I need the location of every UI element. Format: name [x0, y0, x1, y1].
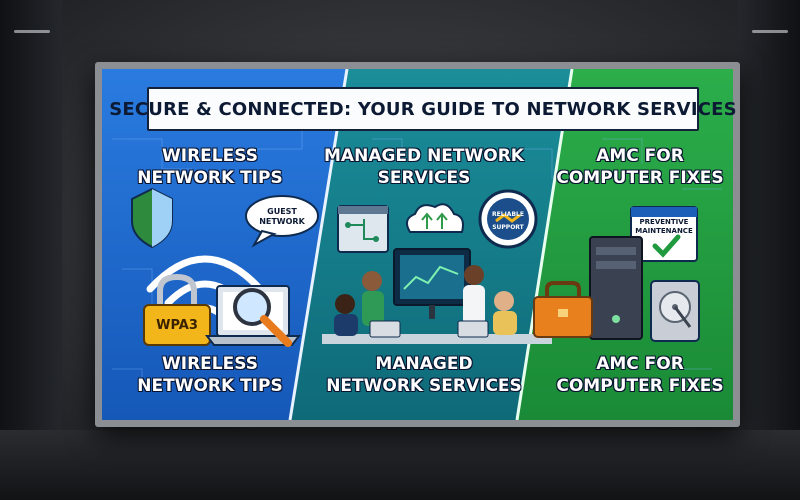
cloud-upload-icon	[405, 203, 464, 233]
heading-line: NETWORK TIPS	[137, 168, 283, 188]
wireless-heading: WIRELESS NETWORK TIPS	[120, 145, 300, 189]
badge-line: RELIABLE	[492, 211, 524, 218]
billboard: SECURE & CONNECTED: YOUR GUIDE TO NETWOR…	[95, 62, 740, 427]
footer-line: COMPUTER FIXES	[556, 376, 724, 396]
flowchart-window-icon	[337, 205, 389, 253]
computer-tower-icon	[589, 236, 643, 340]
hard-drive-icon	[650, 280, 700, 342]
reliable-support-text: SUPPORT	[482, 224, 534, 232]
heading-line: COMPUTER FIXES	[556, 168, 724, 188]
billboard-screen: SECURE & CONNECTED: YOUR GUIDE TO NETWOR…	[102, 69, 737, 420]
heading-line: MANAGED NETWORK	[324, 146, 524, 166]
footer-line: MANAGED	[375, 354, 473, 374]
server-rack-left	[0, 0, 62, 500]
managed-footer: MANAGED NETWORK SERVICES	[324, 353, 524, 397]
footer-line: NETWORK TIPS	[137, 376, 283, 396]
billboard-artwork	[102, 69, 733, 420]
calendar-line: MAINTENANCE	[635, 227, 693, 235]
team-illustration	[322, 265, 552, 344]
floor	[0, 430, 800, 500]
dashboard-screen	[393, 248, 471, 319]
wpa3-label: WPA3	[156, 318, 198, 333]
banner-title: SECURE & CONNECTED: YOUR GUIDE TO NETWOR…	[109, 87, 737, 131]
padlock-icon	[143, 273, 211, 346]
footer-line: AMC FOR	[596, 354, 684, 374]
reliable-support-badge	[478, 189, 538, 249]
reliable-support-text: RELIABLE	[482, 205, 534, 225]
calendar-line: PREVENTIVE	[639, 218, 689, 226]
heading-line: WIRELESS	[162, 146, 258, 166]
amc-footer: AMC FOR COMPUTER FIXES	[550, 353, 730, 397]
wireless-footer: WIRELESS NETWORK TIPS	[120, 353, 300, 397]
footer-line: WIRELESS	[162, 354, 258, 374]
toolbox-icon	[533, 281, 593, 338]
ceiling-light	[14, 30, 50, 33]
speech-bubble-icon	[245, 195, 319, 248]
managed-heading: MANAGED NETWORK SERVICES	[324, 145, 524, 189]
shield-icon	[131, 187, 173, 249]
bubble-line: NETWORK	[259, 217, 305, 226]
heading-line: SERVICES	[377, 168, 471, 188]
bubble-line: GUEST	[267, 207, 297, 216]
footer-line: NETWORK SERVICES	[326, 376, 522, 396]
heading-line: AMC FOR	[596, 146, 684, 166]
guest-network-bubble-text: GUEST NETWORK	[249, 207, 315, 227]
ceiling-light	[752, 30, 788, 33]
calendar-icon	[630, 206, 698, 262]
server-rack-right	[738, 0, 800, 500]
badge-line: SUPPORT	[492, 224, 524, 231]
amc-heading: AMC FOR COMPUTER FIXES	[550, 145, 730, 189]
preventive-maintenance-text: PREVENTIVE MAINTENANCE	[631, 218, 697, 236]
magnifying-glass-icon	[233, 288, 292, 347]
